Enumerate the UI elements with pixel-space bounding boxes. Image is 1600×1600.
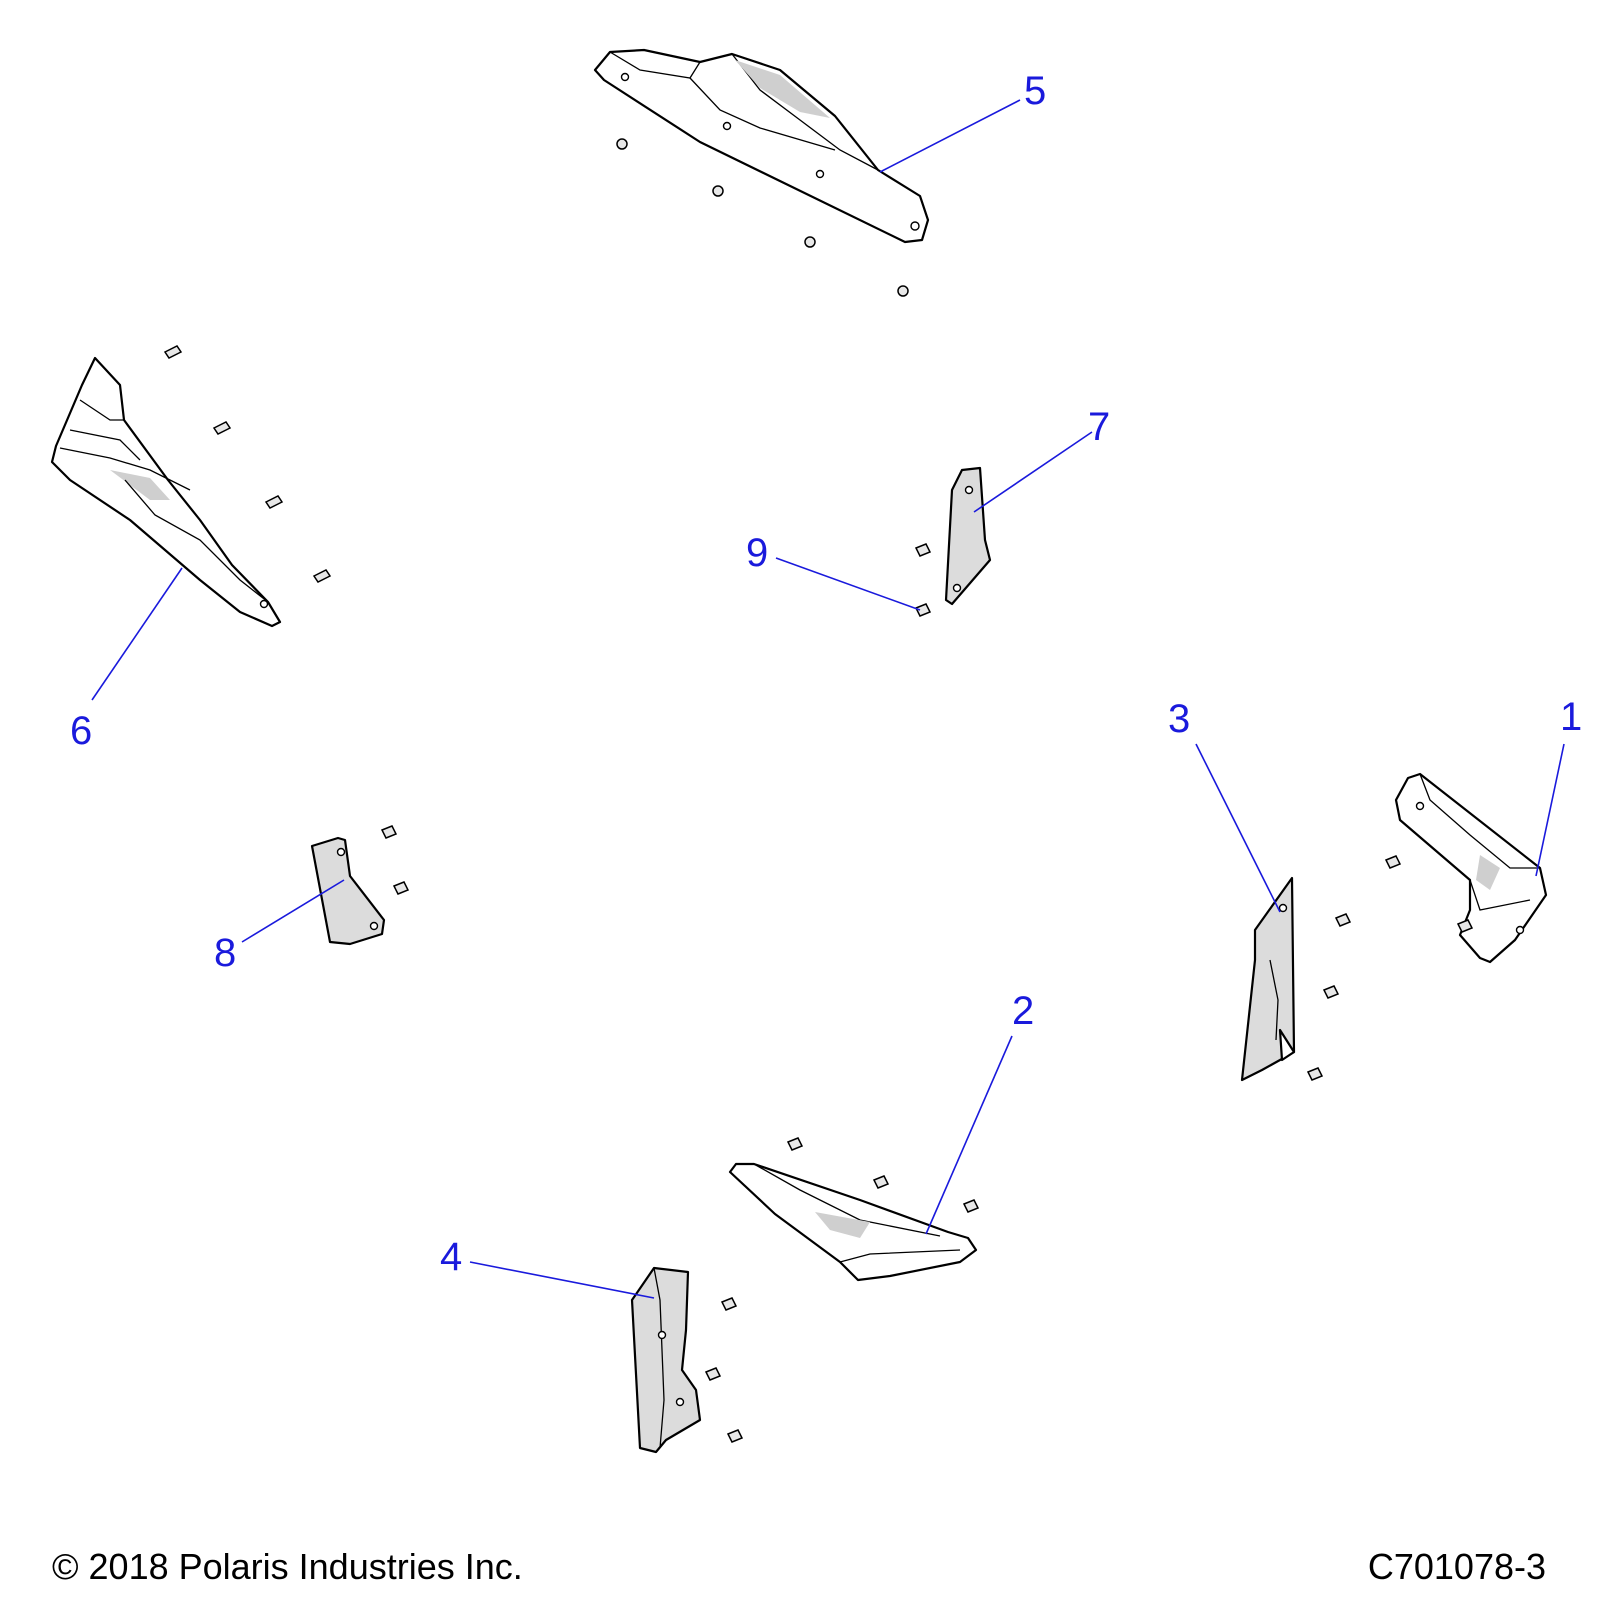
leader-3: [1195, 743, 1281, 913]
part-1-fasteners: [1384, 855, 1474, 933]
leader-7: [973, 431, 1093, 513]
callout-7: 7: [1088, 405, 1110, 449]
part-4-bracket: [630, 1266, 702, 1454]
part-9-fastener: [914, 603, 932, 617]
callout-9: 9: [746, 531, 768, 575]
callout-1: 1: [1560, 695, 1582, 739]
leader-4: [469, 1261, 655, 1299]
leader-1: [1535, 743, 1565, 877]
part-3-bracket: [1240, 876, 1296, 1082]
leader-2: [925, 1035, 1013, 1235]
part-8-bracket: [310, 836, 386, 946]
callout-6: 6: [70, 709, 92, 753]
part-8-fasteners: [380, 825, 410, 895]
callout-8: 8: [214, 931, 236, 975]
part-1-panel: [1394, 772, 1548, 964]
leader-9: [775, 557, 921, 611]
leader-6: [91, 567, 183, 701]
part-6-fasteners: [163, 345, 332, 583]
callout-4: 4: [440, 1235, 462, 1279]
part-7-fastener: [914, 543, 932, 557]
part-2-panel: [728, 1162, 978, 1282]
part-7-bracket: [944, 466, 992, 606]
callout-5: 5: [1024, 69, 1046, 113]
part-4-fasteners: [704, 1297, 744, 1443]
figure-id-text: C701078-3: [1367, 1546, 1546, 1587]
part-5-fasteners: [616, 138, 909, 297]
part-2-fasteners: [786, 1137, 980, 1213]
part-6-panel: [50, 356, 282, 628]
callout-2: 2: [1012, 989, 1034, 1033]
leader-8: [241, 879, 345, 943]
copyright-text: © 2018 Polaris Industries Inc.: [52, 1546, 523, 1587]
part-5-panel: [593, 48, 930, 244]
leader-5: [879, 99, 1021, 173]
callout-3: 3: [1168, 697, 1190, 741]
part-3-fasteners: [1306, 913, 1352, 1081]
